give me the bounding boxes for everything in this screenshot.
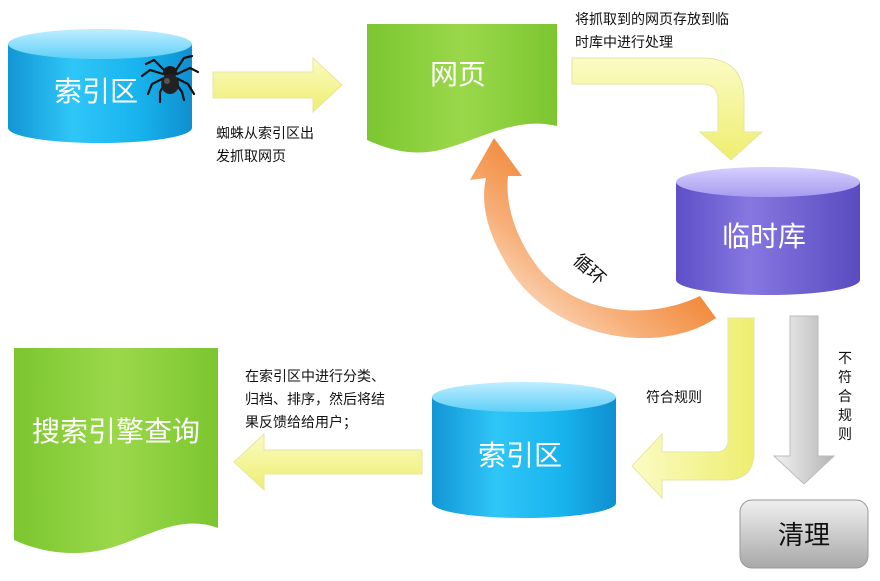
crawl-label-line1: 蜘蛛从索引区出 [216, 125, 314, 142]
arrow-store [571, 57, 764, 161]
no-match-char-5: 则 [838, 427, 852, 443]
indexing-label-line3: 果反馈给给用户； [245, 414, 357, 431]
temp-db-cylinder: 临时库 [676, 167, 860, 295]
cleanup-label: 清理 [778, 521, 830, 551]
index-bottom-label: 索引区 [478, 439, 562, 472]
index-top-label: 索引区 [54, 75, 138, 108]
no-match-char-3: 合 [838, 389, 852, 405]
no-match-char-2: 符 [838, 370, 852, 386]
arrow-no-match [772, 315, 836, 485]
crawl-label-line2: 发抓取网页 [216, 149, 286, 165]
no-match-char-4: 规 [838, 408, 852, 424]
temp-db-label: 临时库 [722, 220, 806, 253]
cleanup-box: 清理 [739, 499, 869, 569]
indexing-label-line1: 在索引区中进行分类、 [245, 368, 385, 385]
no-match-char-1: 不 [838, 351, 852, 367]
arrow-feedback [233, 432, 423, 492]
loop-arrow [470, 138, 716, 339]
spider-icon [140, 54, 200, 104]
indexing-label-line2: 归档、排序，然后将结 [245, 391, 385, 408]
search-query-document: 搜索引擎查询 [14, 348, 218, 554]
search-query-label: 搜索引擎查询 [32, 415, 200, 448]
arrow-match [631, 317, 755, 500]
store-label-line2: 时库中进行处理 [575, 35, 673, 51]
index-cylinder-bottom: 索引区 [432, 382, 616, 518]
index-cylinder-top: 索引区 [8, 29, 192, 143]
store-label-line1: 将抓取到的网页存放到临 [575, 12, 729, 28]
match-label: 符合规则 [646, 390, 702, 406]
loop-label: 循环 [569, 250, 610, 290]
webpage-label: 网页 [430, 58, 486, 91]
arrow-crawl [212, 56, 343, 114]
webpage-document: 网页 [367, 24, 557, 153]
